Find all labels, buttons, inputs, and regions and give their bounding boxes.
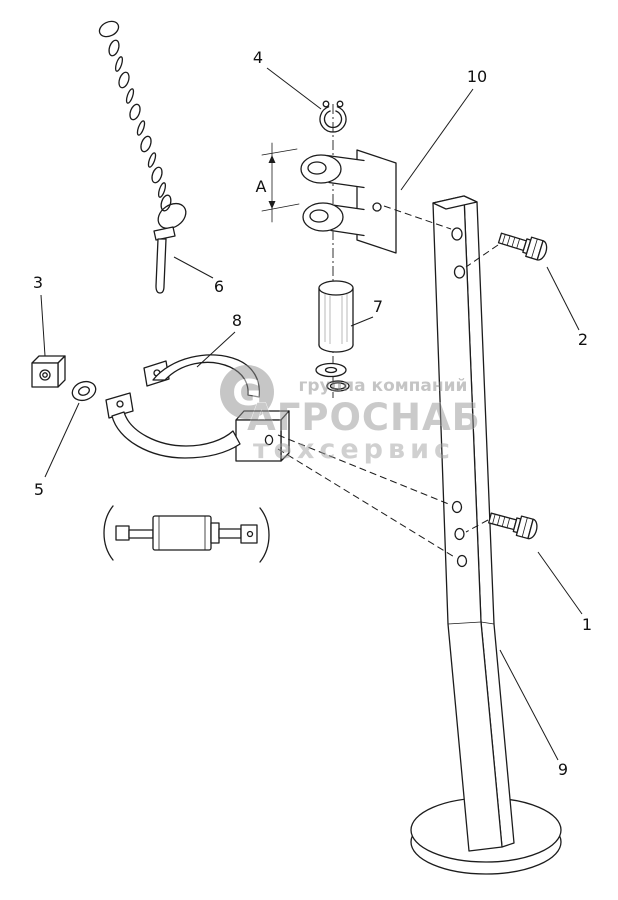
watermark-line1: группа компаний [299, 376, 468, 396]
lock-washer [71, 380, 97, 402]
watermark-logo-letter: G [232, 373, 262, 414]
leg-hole-top-2 [453, 265, 466, 279]
dimension-arrow-down [268, 201, 276, 209]
callout-2: 2 [578, 330, 588, 349]
callout-1: 1 [582, 615, 592, 634]
watermark-logo [220, 365, 274, 419]
left-parenthesis [103, 505, 114, 561]
chain [98, 20, 172, 212]
callout-8: 8 [232, 311, 242, 330]
leader-lines [40, 67, 583, 761]
callout-7: 7 [373, 297, 383, 316]
pin-washer-stack [315, 362, 350, 392]
callout-9: 9 [558, 760, 568, 779]
callout-5: 5 [34, 480, 44, 499]
leg-hole-top-1 [451, 227, 463, 241]
dimension-arrow-up [268, 155, 276, 163]
leg-hole-mid-1 [451, 500, 463, 514]
leg-hole-mid-3 [456, 554, 468, 568]
callout-3: 3 [33, 273, 43, 292]
right-parenthesis [259, 507, 270, 563]
pin-bushing [318, 280, 354, 353]
linch-pin [153, 202, 187, 294]
bolt-upper [496, 227, 550, 263]
clevis-bracket [300, 149, 397, 254]
leg-hole-mid-2 [454, 527, 465, 541]
callout-10: 10 [467, 67, 487, 86]
hydraulic-cylinder-reference [103, 505, 270, 563]
leg-top-face [432, 195, 478, 210]
assembly-dashed-lines [277, 205, 499, 559]
callout-labels: 4 10 6 3 8 7 5 2 1 9 [33, 48, 592, 779]
watermark-line2: АГРОСНАБ [247, 396, 481, 439]
support-leg [410, 195, 562, 875]
callout-4: 4 [253, 48, 263, 67]
square-nut [31, 355, 66, 388]
clamp-assembly [105, 354, 290, 462]
watermark: G группа компаний АГРОСНАБ техсервис [220, 365, 481, 465]
callout-6: 6 [214, 277, 224, 296]
bolt-lower [486, 507, 540, 541]
dimension-A: A [256, 142, 300, 223]
dimension-label: A [256, 177, 267, 196]
watermark-line3: техсервис [253, 434, 455, 465]
